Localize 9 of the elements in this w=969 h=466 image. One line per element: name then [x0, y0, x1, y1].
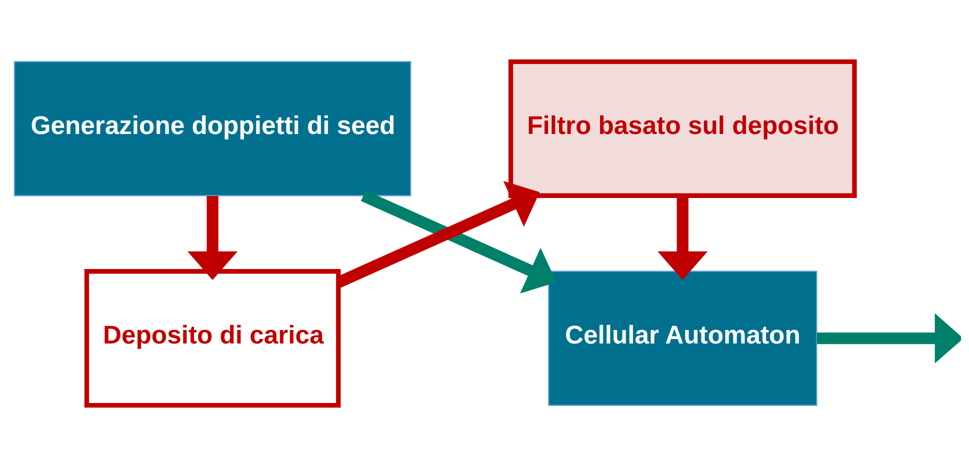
node-box: Filtro basato sul deposito — [508, 58, 856, 198]
arrow — [657, 196, 708, 280]
node-box: Generazione doppietti di seed — [13, 60, 411, 196]
arrow — [186, 196, 238, 280]
arrow — [816, 312, 960, 363]
arrow — [336, 180, 540, 288]
node-box: Cellular Automaton — [548, 270, 817, 406]
arrow — [360, 190, 556, 293]
node-box: Deposito di carica — [84, 268, 340, 408]
